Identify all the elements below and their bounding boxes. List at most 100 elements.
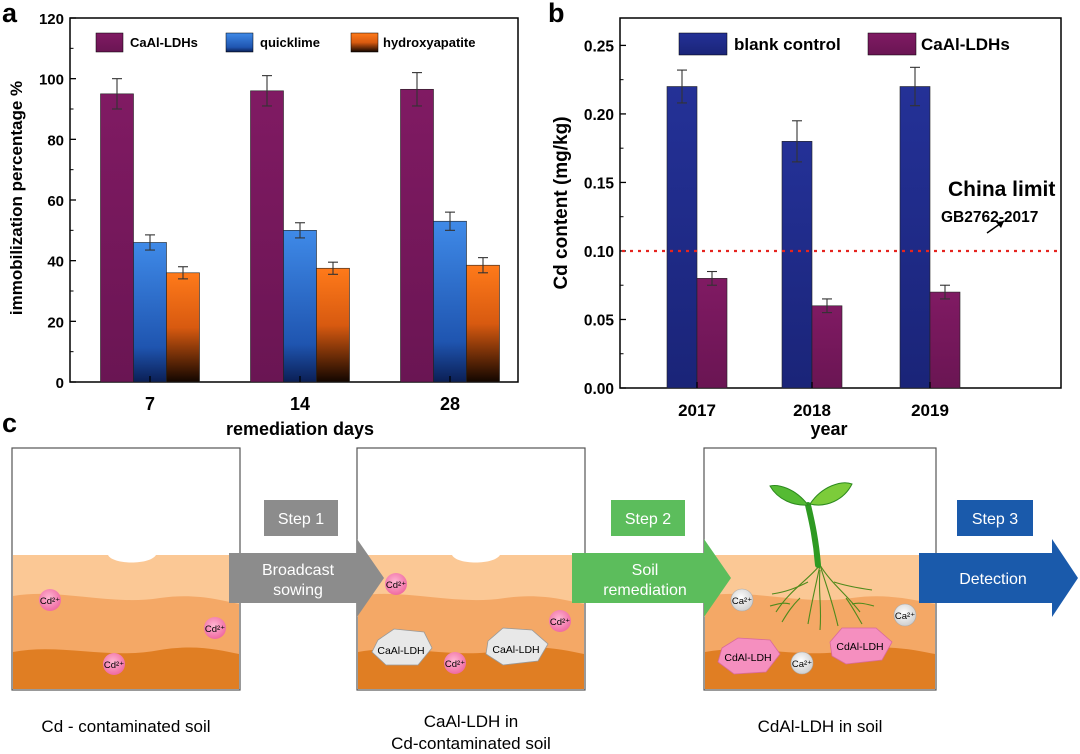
ca-ion-particle: Ca²⁺: [893, 603, 917, 627]
x-tick-label-2017: 2017: [678, 401, 716, 420]
panel-a-legend: CaAl-LDHs quicklime hydroxyapatite: [95, 32, 475, 53]
cd-ion-particle: Cd²⁺: [549, 610, 571, 632]
step-1-tag: [264, 500, 338, 536]
svg-text:Cd²⁺: Cd²⁺: [550, 617, 570, 628]
step-1-line1: Broadcast: [262, 562, 335, 579]
y-tick-label: 0.15: [584, 175, 615, 192]
step-2-tag-label: Step 2: [625, 511, 671, 528]
cd-ion-particle: Cd²⁺: [103, 653, 125, 675]
step-3: Step 3 Detection: [919, 500, 1078, 617]
china-limit-standard: GB2762-2017: [941, 209, 1038, 226]
panel-a-xlabel: remediation days: [226, 419, 374, 439]
x-tick-label-14: 14: [290, 394, 310, 414]
y-tick-label: 40: [47, 254, 64, 271]
panel-c: c Cd²⁺ Cd²⁺ Cd²⁺: [2, 408, 1078, 753]
y-tick-label: 0.05: [584, 312, 615, 329]
panel-b-bars: [666, 66, 961, 389]
china-limit-arrow: [986, 220, 1005, 234]
step-1: Step 1 Broadcast sowing: [229, 500, 384, 617]
bar-blank-control-2018: [781, 141, 813, 389]
x-tick-label-2019: 2019: [911, 401, 949, 420]
legend-label-quicklime: quicklime: [260, 35, 320, 50]
legend-label-caal-ldhs: CaAl-LDHs: [130, 35, 198, 50]
svg-text:Cd²⁺: Cd²⁺: [445, 659, 465, 670]
ca-ion-particle: Ca²⁺: [730, 588, 754, 612]
caption-soil-3: CdAl-LDH in soil: [758, 717, 883, 736]
panel-a-ylabel: immobilization percentage %: [7, 81, 26, 315]
legend-label-hydroxyapatite: hydroxyapatite: [383, 35, 475, 50]
soil-box-with-caal-ldh: Cd²⁺ Cd²⁺ Cd²⁺ CaAl-LDH CaAl-LDH: [356, 447, 586, 691]
x-tick-label-2018: 2018: [793, 401, 831, 420]
legend-label-caal-ldhs-b: CaAl-LDHs: [921, 35, 1010, 54]
bar-caal-ldhs-2019: [929, 291, 961, 389]
step-3-tag: [957, 500, 1033, 536]
svg-text:Cd²⁺: Cd²⁺: [40, 596, 60, 607]
step-1-arrow: [229, 539, 384, 617]
step-2-arrow: [572, 539, 731, 617]
panel-b-ylabel: Cd content (mg/kg): [551, 116, 572, 289]
y-tick-label: 20: [47, 314, 64, 331]
panel-b-letter: b: [548, 0, 565, 28]
svg-text:Ca²⁺: Ca²⁺: [895, 611, 915, 622]
panel-b-y-axis: 0.000.050.100.150.200.25: [584, 38, 626, 398]
china-limit-title: China limit: [948, 178, 1055, 201]
svg-text:CaAl-LDH: CaAl-LDH: [377, 645, 424, 657]
bar-hydroxyapatite-14: [316, 267, 350, 383]
bar-quicklime-14: [283, 230, 317, 383]
y-tick-label: 0.20: [584, 107, 614, 124]
panel-a-y-axis: 0 20 40 60 80 100 120: [39, 11, 76, 392]
cd-ion-particle: Cd²⁺: [444, 652, 466, 674]
step-1-tag-label: Step 1: [278, 511, 324, 528]
bar-quicklime-28: [433, 220, 467, 383]
cdal-ldh-particle: CdAl-LDH: [829, 627, 893, 665]
svg-text:Cd²⁺: Cd²⁺: [386, 580, 406, 591]
y-tick-label: 0.25: [584, 38, 615, 55]
step-1-line2: sowing: [273, 582, 323, 599]
seedling-plant: [769, 482, 875, 631]
legend-swatch-blank-control: [678, 32, 728, 56]
panel-b-x-axis: 2017 2018 2019: [678, 382, 949, 420]
y-tick-label: 60: [47, 193, 64, 210]
svg-text:Cd²⁺: Cd²⁺: [104, 660, 124, 671]
y-tick-label: 0: [56, 375, 64, 392]
caal-ldh-particle: CaAl-LDH: [371, 628, 433, 666]
caption-soil-2-line2: Cd-contaminated soil: [391, 734, 551, 753]
cd-ion-particle: Cd²⁺: [385, 573, 407, 595]
y-tick-label: 100: [39, 72, 64, 89]
soil-box-cdal-ldh: Ca²⁺ Ca²⁺ Ca²⁺ CdAl-LDH CdAl-LDH: [703, 447, 937, 691]
cd-ion-particle: Cd²⁺: [204, 617, 226, 639]
panel-a-bars: [100, 72, 500, 383]
svg-text:CdAl-LDH: CdAl-LDH: [724, 652, 771, 664]
caption-soil-2-line1: CaAl-LDH in: [424, 712, 518, 731]
step-3-line1: Detection: [959, 571, 1027, 588]
x-tick-label-28: 28: [440, 394, 460, 414]
bar-caal-ldhs-14: [250, 90, 284, 383]
y-tick-label: 0.00: [584, 381, 614, 398]
svg-text:CaAl-LDH: CaAl-LDH: [492, 644, 539, 656]
step-3-arrow: [919, 539, 1078, 617]
bar-hydroxyapatite-28: [466, 264, 500, 383]
bar-hydroxyapatite-7: [166, 272, 200, 383]
legend-swatch-quicklime: [225, 32, 254, 53]
legend-swatch-caal-ldhs: [95, 32, 124, 53]
step-2: Step 2 Soil remediation: [572, 500, 731, 617]
y-tick-label: 120: [39, 11, 64, 28]
svg-text:Ca²⁺: Ca²⁺: [792, 659, 812, 670]
step-3-tag-label: Step 3: [972, 511, 1018, 528]
bar-quicklime-7: [133, 242, 167, 383]
bar-caal-ldhs-2018: [811, 305, 843, 389]
soil-box-contaminated: Cd²⁺ Cd²⁺ Cd²⁺: [11, 447, 241, 691]
step-2-line2: remediation: [603, 582, 687, 599]
bar-caal-ldhs-7: [100, 93, 134, 383]
y-tick-label: 80: [47, 132, 64, 149]
cd-ion-particle: Cd²⁺: [39, 589, 61, 611]
legend-swatch-caal-ldhs-b: [867, 32, 917, 56]
svg-text:Cd²⁺: Cd²⁺: [205, 624, 225, 635]
caal-ldh-particle: CaAl-LDH: [485, 627, 549, 666]
panel-b-xlabel: year: [810, 419, 847, 439]
panel-a-letter: a: [2, 0, 18, 28]
ca-ion-particle: Ca²⁺: [790, 651, 814, 675]
bar-caal-ldhs-28: [400, 88, 434, 383]
